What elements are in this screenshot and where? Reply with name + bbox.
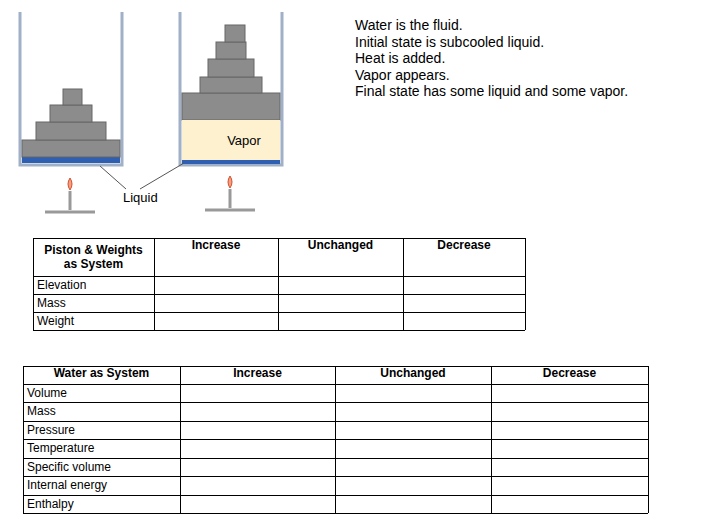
row-label: Pressure [27,422,176,439]
part-label: Liquid [123,191,158,206]
table-rule [403,238,404,330]
row-label: Mass [37,295,150,312]
row-label: Temperature [27,440,176,458]
row-label: Weight [37,313,150,330]
table-rule [525,238,526,330]
table-rule [491,366,492,513]
vapor-region: Vapor [182,120,280,160]
table-header: Increase [158,239,274,256]
row-label: Elevation [37,277,150,294]
row-label: Mass [27,403,176,421]
table-header: Decrease [495,367,644,384]
table-rule [335,366,336,513]
table-header: Piston & Weights as System [37,239,150,276]
table-header: Unchanged [339,367,487,384]
table-rule [648,366,649,513]
row-label: Volume [27,385,176,402]
table-rule [180,366,181,513]
table-header: Decrease [407,239,521,256]
table-rule [154,238,155,330]
note-line: Initial state is subcooled liquid. [355,34,544,50]
row-label: Enthalpy [27,496,176,513]
table-rule [23,366,24,513]
table-rule [278,238,279,330]
note-line: Water is the fluid. [355,17,463,33]
region-label: Vapor [227,133,261,148]
row-label: Specific volume [27,459,176,476]
table-header: Water as System [27,367,176,384]
note-line: Vapor appears. [355,67,450,83]
table-rule [33,330,525,331]
table-header: Unchanged [282,239,399,256]
note-line: Heat is added. [355,50,445,66]
table-header: Increase [184,367,331,384]
row-label: Internal energy [27,477,176,495]
table-rule [33,238,34,330]
note-line: Final state has some liquid and some vap… [355,83,628,99]
table-rule [23,513,648,514]
